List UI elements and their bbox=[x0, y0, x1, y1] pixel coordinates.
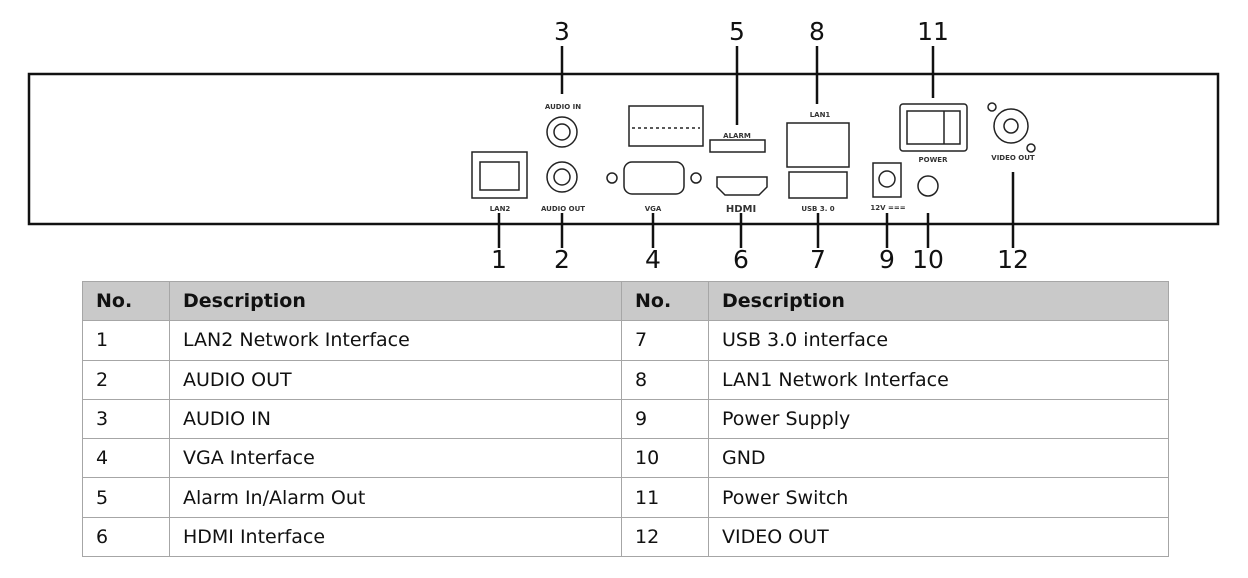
cell-number: 8 bbox=[621, 359, 709, 400]
alarm-terminal-icon bbox=[628, 105, 704, 147]
cell-number: 12 bbox=[621, 516, 709, 558]
cell-description: Power Supply bbox=[708, 398, 1169, 440]
callout-12: 12 bbox=[997, 245, 1029, 274]
audio-in-jack-icon bbox=[546, 116, 578, 148]
table-header-row: No. Description No. Description bbox=[82, 280, 1169, 322]
cell-number: 3 bbox=[82, 398, 170, 440]
cell-description: VIDEO OUT bbox=[708, 516, 1169, 558]
callout-8: 8 bbox=[809, 17, 825, 46]
cell-description: AUDIO OUT bbox=[169, 359, 622, 400]
device-panel-outline bbox=[27, 72, 1220, 226]
lan1-port-icon bbox=[786, 122, 850, 168]
callout-1: 1 bbox=[491, 245, 507, 274]
cell-description: GND bbox=[708, 438, 1169, 479]
callout-11: 11 bbox=[917, 17, 949, 46]
rear-panel-diagram: AUDIO IN AUDIO OUT LAN2 VGA HDMI USB 3. … bbox=[27, 17, 1220, 274]
label-alarm: ALARM bbox=[723, 132, 751, 140]
cell-description: Power Switch bbox=[708, 477, 1169, 518]
cell-number: 1 bbox=[82, 320, 170, 361]
cell-number: 5 bbox=[82, 477, 170, 518]
label-video-out: VIDEO OUT bbox=[991, 154, 1035, 162]
cell-number: 2 bbox=[82, 359, 170, 400]
cell-description: Alarm In/Alarm Out bbox=[169, 477, 622, 518]
callout-9: 9 bbox=[879, 245, 895, 274]
label-audio-out: AUDIO OUT bbox=[541, 205, 585, 213]
callout-2: 2 bbox=[554, 245, 570, 274]
header-no: No. bbox=[621, 280, 709, 322]
header-no: No. bbox=[82, 280, 170, 322]
label-audio-in: AUDIO IN bbox=[545, 103, 581, 111]
cell-description: LAN2 Network Interface bbox=[169, 320, 622, 361]
power-switch-icon bbox=[899, 103, 968, 152]
label-lan2: LAN2 bbox=[490, 205, 511, 213]
vga-port-icon bbox=[606, 161, 702, 195]
callout-5: 5 bbox=[729, 17, 745, 46]
cell-number: 4 bbox=[82, 438, 170, 479]
cell-number: 10 bbox=[621, 438, 709, 479]
usb-port-icon bbox=[788, 171, 848, 199]
cell-description: AUDIO IN bbox=[169, 398, 622, 440]
label-vga: VGA bbox=[645, 205, 662, 213]
label-hdmi: HDMI bbox=[726, 204, 756, 215]
cell-number: 7 bbox=[621, 320, 709, 361]
cell-description: USB 3.0 interface bbox=[708, 320, 1169, 361]
callout-3: 3 bbox=[554, 17, 570, 46]
cell-description: LAN1 Network Interface bbox=[708, 359, 1169, 400]
label-power: POWER bbox=[919, 156, 949, 164]
audio-out-jack-icon bbox=[546, 161, 578, 193]
alarm-strip-icon bbox=[709, 139, 766, 153]
callout-10: 10 bbox=[912, 245, 944, 274]
cell-number: 9 bbox=[621, 398, 709, 440]
header-description: Description bbox=[708, 280, 1169, 322]
label-lan1: LAN1 bbox=[810, 111, 831, 119]
video-out-bnc-icon bbox=[987, 102, 1036, 153]
label-usb: USB 3. 0 bbox=[801, 205, 834, 213]
callout-6: 6 bbox=[733, 245, 749, 274]
hdmi-port-icon bbox=[716, 176, 768, 196]
callout-4: 4 bbox=[645, 245, 661, 274]
cell-number: 11 bbox=[621, 477, 709, 518]
power-jack-icon bbox=[872, 162, 902, 198]
cell-description: HDMI Interface bbox=[169, 516, 622, 558]
header-description: Description bbox=[169, 280, 622, 322]
ground-screw-icon bbox=[917, 175, 939, 197]
cell-description: VGA Interface bbox=[169, 438, 622, 479]
callout-lines bbox=[497, 46, 1015, 248]
cell-number: 6 bbox=[82, 516, 170, 558]
callout-7: 7 bbox=[810, 245, 826, 274]
lan2-port-icon bbox=[471, 151, 528, 199]
label-12v: 12V === bbox=[870, 204, 905, 212]
